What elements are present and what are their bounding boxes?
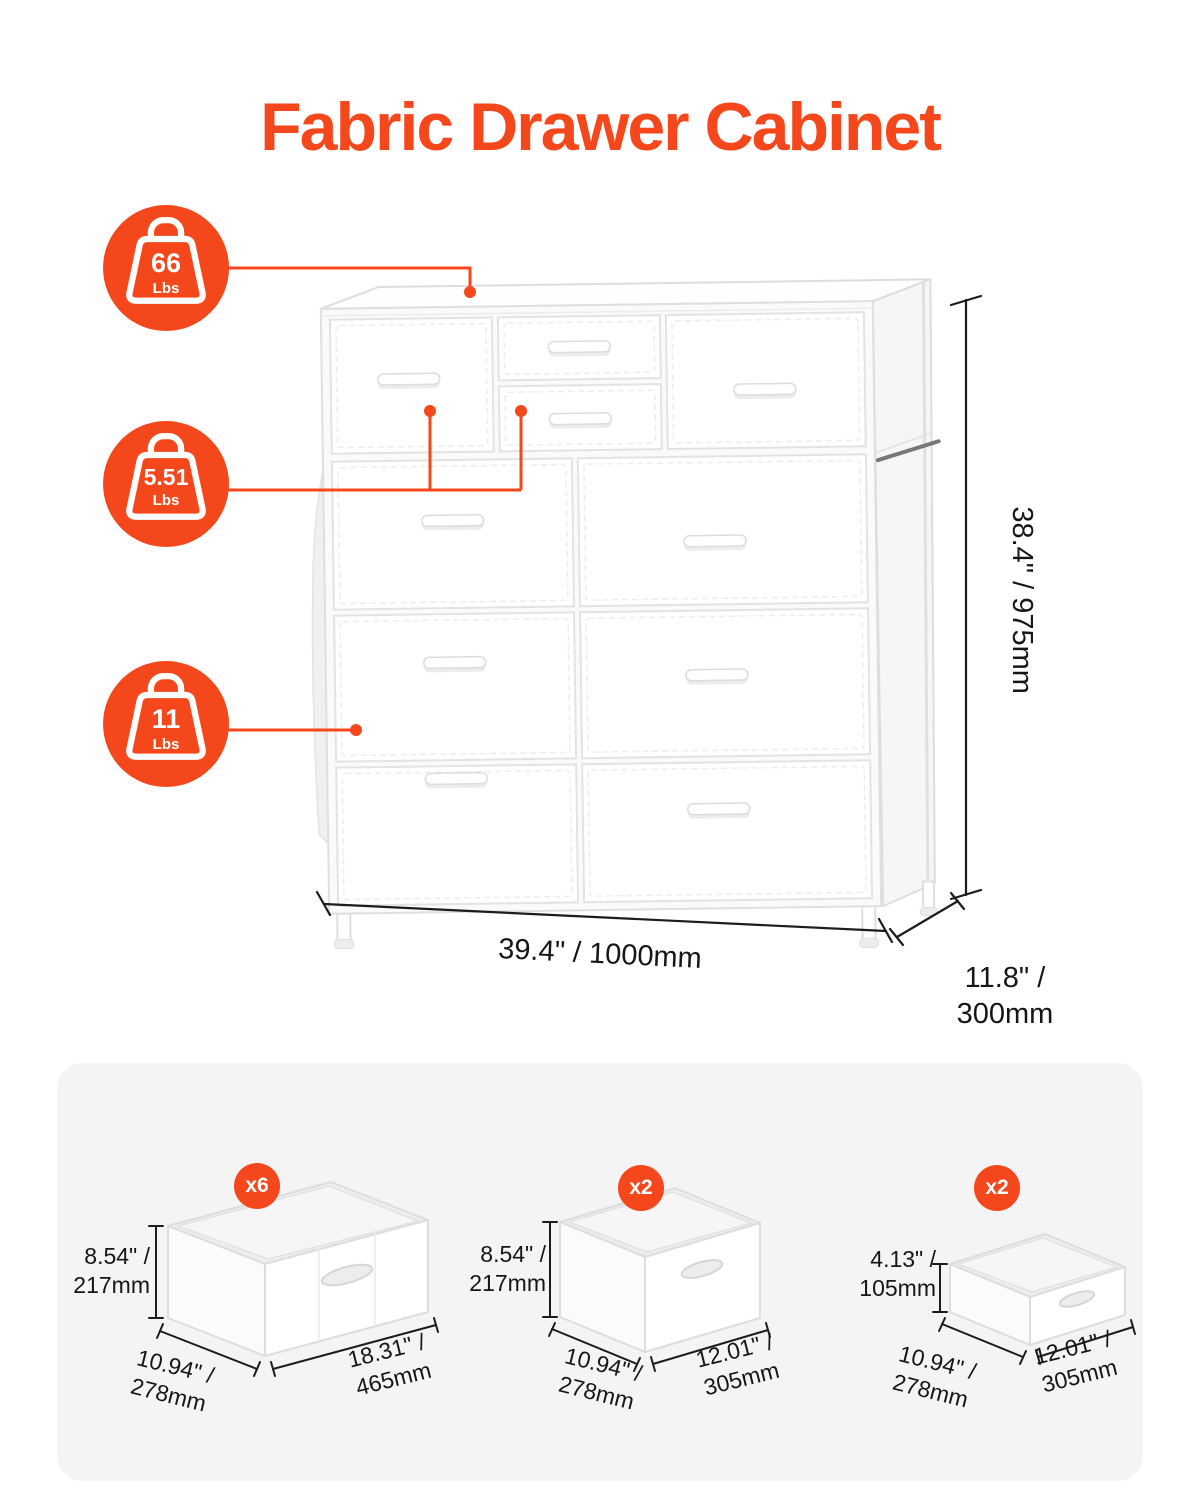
weight-unit: Lbs	[152, 280, 180, 297]
bin-handle-hole	[1058, 1290, 1096, 1308]
bin3-height-label: 4.13" / 105mm	[859, 1246, 936, 1301]
weight-unit: Lbs	[152, 492, 180, 509]
weight-badge-11lbs: 11 Lbs	[103, 661, 229, 787]
bin-square	[542, 1187, 771, 1372]
drawer-handle	[687, 802, 751, 819]
weight-value: 11	[151, 704, 181, 734]
bin-handle-hole	[680, 1259, 724, 1279]
bins-illustration	[148, 1181, 1136, 1377]
top-board-edge	[320, 307, 873, 317]
drawer-handles	[377, 340, 797, 819]
connector-66lbs	[228, 266, 472, 286]
connector-dot	[515, 405, 527, 417]
drawers	[328, 311, 874, 907]
cabinet-height-label: 38.4" / 975mm	[1006, 506, 1039, 694]
cabinet-dimension-lines	[315, 294, 983, 947]
bin-shallow-dim-lines	[932, 1263, 1136, 1365]
bin-handle-hole	[320, 1263, 374, 1287]
weight-badge-66lbs: 66 Lbs	[103, 205, 229, 331]
bin-square-dim-lines	[542, 1221, 771, 1372]
bin-large	[148, 1181, 439, 1377]
weight-value: 5.51	[143, 464, 189, 490]
weight-value: 66	[150, 248, 182, 278]
drawer-row2-left	[333, 611, 578, 763]
bin2-height-label: 8.54" / 217mm	[469, 1241, 546, 1296]
bin-shallow	[932, 1233, 1136, 1365]
drawer-handle	[548, 412, 613, 429]
drawer-handle	[424, 771, 489, 789]
bin-count-badge: x6	[234, 1163, 280, 1209]
drawer-handle	[377, 372, 441, 390]
drawer-top-right	[664, 311, 867, 451]
weight-badge-551lbs: 5.51 Lbs	[103, 421, 229, 547]
cabinet-side-face	[871, 278, 936, 908]
drawer-row3-right	[581, 759, 874, 904]
side-frame-pole	[921, 283, 930, 880]
weight-icon	[126, 216, 206, 304]
cabinet	[311, 278, 941, 950]
drawer-handle	[422, 655, 487, 673]
cabinet-illustration	[228, 266, 983, 950]
connector-dot	[350, 724, 362, 736]
connector-dot	[464, 286, 476, 298]
drawer-handle	[420, 513, 485, 531]
bin-large-dim-lines	[148, 1225, 439, 1377]
side-support-bar	[875, 439, 941, 463]
weight-icon	[126, 672, 206, 760]
cabinet-depth-label: 11.8" / 300mm	[956, 962, 1054, 1031]
drawer-handle	[733, 382, 797, 400]
weight-connectors	[228, 266, 527, 736]
weight-unit: Lbs	[152, 736, 180, 753]
drawer-row3-left	[335, 763, 580, 907]
drawer-row1-left	[330, 457, 575, 611]
width-dim-line	[322, 902, 888, 933]
drawer-handle	[683, 534, 747, 551]
side-seam-line	[874, 432, 931, 455]
drawer-row1-right	[576, 453, 869, 608]
drawer-handle	[547, 340, 612, 357]
bin1-height-label: 8.54" / 217mm	[73, 1243, 150, 1298]
connector-dot	[424, 405, 436, 417]
bin-count-badge: x2	[618, 1165, 664, 1211]
page-title: Fabric Drawer Cabinet	[260, 89, 942, 165]
depth-dim-line	[895, 899, 960, 939]
bin-count-badge: x2	[974, 1165, 1020, 1211]
weight-icon	[126, 432, 206, 520]
drawer-handle	[685, 668, 749, 685]
